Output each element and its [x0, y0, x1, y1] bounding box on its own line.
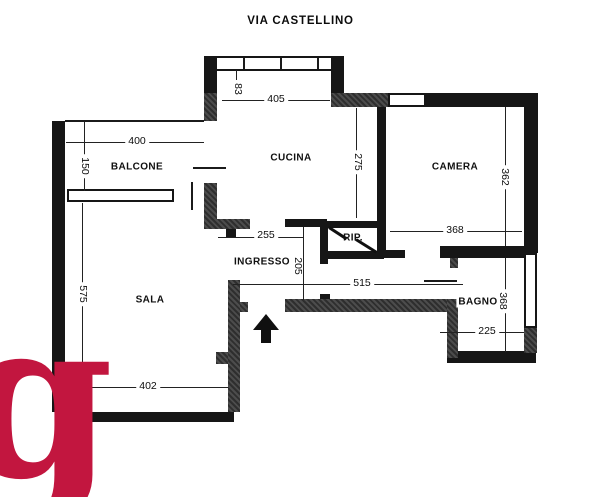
wall-bagno-door-stub: [450, 258, 458, 268]
balcone-threshold-line: [193, 167, 226, 169]
wall-rip-top: [320, 221, 380, 228]
bay-window: [204, 56, 344, 71]
wall-rip-bottom: [322, 251, 384, 259]
dim-515: 515: [350, 278, 374, 290]
wall-bagno-left: [447, 299, 458, 358]
room-label-rip: RIP.: [343, 232, 363, 244]
wall-left-outer: [52, 121, 65, 412]
wall-sala-cucina-foot: [204, 219, 250, 229]
dim-83: 83: [231, 80, 244, 98]
room-label-camera: CAMERA: [429, 161, 481, 173]
wall-bay-right: [331, 58, 344, 93]
wall-sala-left-stub: [216, 352, 228, 364]
dim-tick-83: [236, 70, 237, 80]
sala-balcone-window: [67, 189, 174, 202]
dim-line-515: [233, 284, 463, 285]
dim-275: 275: [351, 150, 364, 174]
wall-bagno-bottom: [447, 351, 536, 363]
wall-cucina-left-upper: [204, 56, 217, 93]
dim-368-camera: 368: [443, 225, 467, 237]
dim-362: 362: [498, 165, 511, 189]
wall-bagno-right-lower: [524, 327, 537, 353]
agency-logo-g: g: [0, 269, 114, 497]
dim-405: 405: [264, 94, 288, 106]
dim-402: 402: [136, 381, 160, 393]
dim-line-575: [82, 203, 83, 412]
bay-window-divider: [243, 58, 245, 69]
street-title: VIA CASTELLINO: [247, 15, 354, 27]
balcone-top-edge: [65, 120, 204, 122]
room-label-sala: SALA: [133, 294, 167, 306]
dim-150: 150: [78, 154, 91, 178]
room-label-cucina: CUCINA: [268, 152, 314, 164]
room-label-bagno: BAGNO: [456, 296, 500, 308]
entrance-arrow-icon: [253, 314, 279, 330]
wall-sala-bottom: [62, 412, 234, 422]
wall-sala-right: [228, 280, 240, 412]
wall-hall-tick: [320, 294, 330, 301]
dim-tick-515: [303, 284, 304, 300]
wall-sala-cucina-vert: [204, 183, 217, 229]
wall-camera-top: [426, 93, 538, 107]
balcone-edge-line: [191, 182, 193, 210]
camera-window: [388, 93, 426, 107]
dim-400: 400: [125, 136, 149, 148]
wall-cucina-left-lower: [204, 93, 217, 121]
wall-rip-camera-stub: [383, 250, 405, 258]
bagno-door-line: [424, 280, 457, 282]
entrance-arrow-stem: [261, 329, 271, 343]
wall-camera-bottom: [440, 246, 524, 258]
dim-205: 205: [291, 254, 304, 278]
bay-window-divider: [317, 58, 319, 69]
wall-sala-right-notch: [240, 302, 248, 312]
wall-cucina-camera-divider: [377, 105, 386, 258]
wall-camera-right: [524, 93, 538, 253]
dim-225: 225: [475, 326, 499, 338]
dim-line-205: [303, 227, 304, 299]
wall-rip-left: [320, 221, 328, 264]
room-label-ingresso: INGRESSO: [232, 256, 292, 268]
wall-cucina-bottom: [285, 219, 327, 227]
wall-foot-tick: [226, 229, 236, 238]
room-label-balcone: BALCONE: [108, 161, 166, 173]
bay-window-divider: [280, 58, 282, 69]
wall-hall-bottom: [285, 299, 448, 312]
bagno-window: [524, 253, 537, 328]
dim-255: 255: [254, 230, 278, 242]
wall-cucina-top-right: [331, 93, 388, 107]
